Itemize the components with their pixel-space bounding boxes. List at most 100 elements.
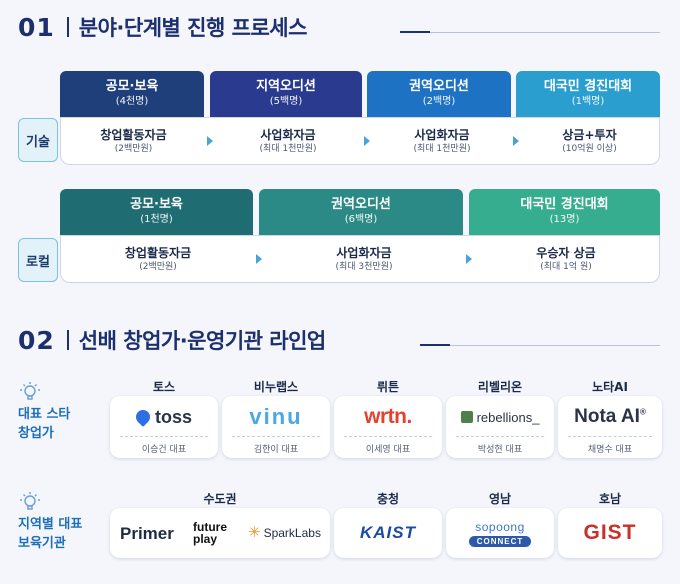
founder-card-vinu: vinu 김한이 대표 [222,396,330,458]
founder-ceo-1: 이승건 대표 [141,445,187,455]
tech-reward-1-amount: (2백만원) [114,143,153,154]
arrow-right-icon [513,136,519,146]
section2-header: 02 선배 창업가·운영기관 라인업 [18,325,326,355]
tech-reward-4: 상금+투자 (10억원 이상) [519,119,660,163]
local-reward-1-title: 창업활동자금 [124,245,192,260]
sopoong-logo: sopoong CONNECT [446,519,554,547]
gist-logo: GIST [558,520,662,546]
tech-stage-1-title: 공모·보육 [105,79,159,94]
operators-label-line2: 보육기관 [18,536,66,551]
tech-reward-2-amount: (최대 1천만원) [259,143,317,154]
founder-ceo-4: 박성현 대표 [477,445,523,455]
arrow-right-icon [207,136,213,146]
tech-rewards-row [60,117,660,165]
tech-stage-4-title: 대국민 경진대회 [543,79,633,94]
operator-region-2: 영남 [488,492,512,506]
operator-region-3: 호남 [598,492,622,506]
local-reward-3-amount: (최대 1억 원) [540,261,592,272]
primer-logo: Primer [120,524,174,543]
kaist-logo-text: KAIST [360,523,416,542]
founder-name-5: 노타AI [592,380,628,394]
tech-reward-2: 사업화자금 (최대 1천만원) [213,119,363,163]
local-reward-3-title: 우승자 상금 [536,245,596,260]
tech-stage-4: 대국민 경진대회 (1백명) [516,71,660,117]
lightbulb-icon [20,382,40,400]
tech-reward-4-title: 상금+투자 [562,127,617,142]
operator-card-gist: GIST [558,508,662,558]
tech-reward-3-amount: (최대 1천만원) [413,143,471,154]
vinu-logo: vinu [222,404,330,430]
founders-category: 대표 스타 창업가 [18,380,70,442]
wrtn-logo: wrtn. [334,404,442,430]
founder-name-4: 리벨리온 [477,380,523,394]
spark-star-icon: ✳ [248,524,261,541]
operator-region-capital: 수도권 [203,492,237,506]
founder-card-nota: Nota AI® 채명수 대표 [558,396,662,458]
local-stage-1-count: (1천명) [140,214,173,225]
section1-header: 01 분야·단계별 진행 프로세스 [18,12,307,42]
section2-rule [420,345,660,346]
futureplay-logo: future play [193,521,227,545]
founder-ceo-5: 채명수 대표 [587,445,633,455]
card-divider [232,436,320,437]
rebellions-logo: rebellions_ [446,404,554,430]
arrow-right-icon [256,254,262,264]
lightbulb-icon [20,492,40,510]
futureplay-logo-line1: future [193,520,227,534]
kaist-logo: KAIST [334,520,442,546]
card-divider [120,436,208,437]
tech-stage-1-count: (4천명) [115,96,149,107]
founder-name-2: 비누랩스 [253,380,299,394]
section1-divider [66,17,69,37]
toss-logo: toss [110,404,218,430]
founder-ceo-2: 김한이 대표 [253,445,299,455]
toss-logo-text: toss [154,406,192,427]
local-stage-3-title: 대국민 경진대회 [520,197,609,212]
tech-reward-1: 창업활동자금 (2백만원) [60,119,207,163]
section2-title: 선배 창업가·운영기관 라인업 [78,329,326,353]
tech-stage-3-title: 권역오디션 [409,79,469,94]
tech-stage-3-count: (2백명) [422,96,456,107]
toss-drop-icon [133,407,153,427]
section1-title: 분야·단계별 진행 프로세스 [78,16,308,40]
card-divider [456,436,544,437]
nota-logo-text: Nota AI [574,406,640,427]
sopoong-logo-text: sopoong [475,519,525,534]
sparklabs-logo: ✳ SparkLabs [248,525,321,540]
section2-number: 02 [18,325,55,355]
local-reward-3: 우승자 상금 (최대 1억 원) [472,237,660,281]
tech-stage-2: 지역오디션 (5백명) [210,71,362,117]
rebellions-mark-icon [460,411,473,423]
vinu-logo-text: vinu [249,404,303,429]
tech-stage-2-title: 지역오디션 [256,79,316,94]
section1-rule [400,32,660,33]
row-label-tech: 기술 [18,118,58,162]
operators-category: 지역별 대표 보육기관 [18,490,82,552]
founder-name-1: 토스 [152,380,176,394]
founder-ceo-3: 이세영 대표 [365,445,411,455]
local-reward-2-amount: (최대 3천만원) [335,261,393,272]
local-stage-1-title: 공모·보육 [130,197,183,212]
local-stage-2-count: (6백명) [344,214,378,225]
local-rewards-row [60,235,660,283]
founder-card-toss: toss 이승건 대표 [110,396,218,458]
founders-label-line2: 창업가 [18,426,54,441]
local-reward-1: 창업활동자금 (2백만원) [60,237,256,281]
tech-stage-3: 권역오디션 (2백명) [367,71,511,117]
arrow-right-icon [364,136,370,146]
local-reward-2-title: 사업화자금 [336,245,392,260]
row-label-local: 로컬 [18,238,58,282]
tech-reward-2-title: 사업화자금 [260,127,316,142]
local-stage-2: 권역오디션 (6백명) [259,189,463,235]
rebellions-logo-text: rebellions_ [476,409,540,425]
operator-region-1: 충청 [376,492,400,506]
local-stage-1: 공모·보육 (1천명) [60,189,253,235]
tech-reward-1-title: 창업활동자금 [100,127,167,142]
founder-card-rebellions: rebellions_ 박성현 대표 [446,396,554,458]
section2-rule-accent [420,344,450,346]
local-reward-2: 사업화자금 (최대 3천만원) [262,237,466,281]
section1-number: 01 [18,12,55,42]
nota-logo: Nota AI® [558,404,662,430]
operator-card-capital: Primer future play ✳ SparkLabs [110,508,330,558]
